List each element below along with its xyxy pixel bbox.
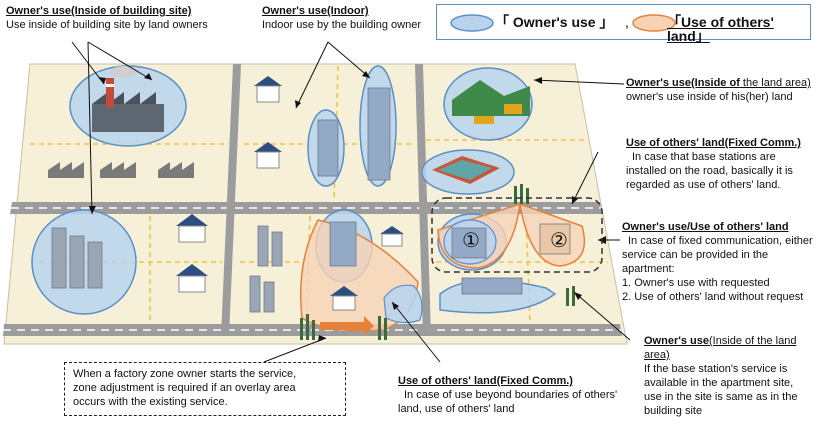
label-apartment-site-l4: building site bbox=[644, 405, 703, 417]
farm-icon bbox=[432, 156, 500, 184]
label-building-site-head: Owner's use(Inside of building site) bbox=[6, 5, 192, 17]
factory-note-box: When a factory zone owner starts the ser… bbox=[64, 362, 346, 416]
tractor-icon bbox=[452, 80, 530, 124]
legend-others-swatch bbox=[632, 14, 676, 32]
label-indoor-body: Indoor use by the building owner bbox=[262, 19, 421, 31]
house-icon bbox=[176, 76, 404, 311]
legend-separator: , bbox=[625, 14, 629, 30]
factory-icon bbox=[92, 66, 164, 132]
label-apartment: Owner's use/Use of others' land In case … bbox=[622, 220, 813, 304]
label-fixed-comm-road: Use of others' land(Fixed Comm.) In case… bbox=[626, 136, 801, 192]
label-fixed-comm-boundary-head: Use of others' land(Fixed Comm.) bbox=[398, 375, 573, 387]
label-building-site: Owner's use(Inside of building site) Use… bbox=[6, 4, 208, 32]
marker-one: ① bbox=[462, 230, 480, 252]
antenna-icon bbox=[300, 184, 575, 340]
label-fixed-comm-boundary: Use of others' land(Fixed Comm.) In case… bbox=[398, 374, 617, 416]
label-apartment-site-head-a: Owner's use bbox=[644, 335, 709, 347]
arrow-street-icon bbox=[320, 316, 374, 336]
label-land-area-body: owner's use inside of his(her) land bbox=[626, 91, 793, 103]
label-apartment-site-l1: If the base station's service is bbox=[644, 363, 788, 375]
label-land-area: Owner's use(Inside of the land area) own… bbox=[626, 76, 811, 104]
label-apartment-l1: In case of fixed communication, either bbox=[628, 235, 813, 247]
label-fixed-comm-road-l3: regarded as use of others' land. bbox=[626, 179, 781, 191]
label-apartment-l5: 2. Use of others' land without request bbox=[622, 291, 804, 303]
legend-owner-swatch bbox=[450, 14, 494, 32]
factory-note-l1: When a factory zone owner starts the ser… bbox=[73, 368, 297, 380]
label-land-area-head-a: Owner's use(Inside of bbox=[626, 77, 740, 89]
label-apartment-site-l3: use in the site is same as in the bbox=[644, 391, 798, 403]
label-apartment-site-head-b: (Inside of the land bbox=[708, 335, 797, 347]
label-fixed-comm-road-head: Use of others' land(Fixed Comm.) bbox=[626, 137, 801, 149]
label-apartment-l4: 1. Owner's use with requested bbox=[622, 277, 770, 289]
label-apartment-l2: service can be provided in the bbox=[622, 249, 769, 261]
factory-note-text: When a factory zone owner starts the ser… bbox=[73, 367, 296, 409]
label-indoor: Owner's use(Indoor) Indoor use by the bu… bbox=[262, 4, 421, 32]
factory-note-l3: occurs with the existing service. bbox=[73, 396, 228, 408]
legend-box: 「 Owner's use 」 , 「Use of others' land」 bbox=[436, 4, 811, 44]
label-fixed-comm-road-l2: installed on the road, basically it is bbox=[626, 165, 793, 177]
label-apartment-site-head-c: area) bbox=[644, 349, 670, 361]
building-icon bbox=[51, 87, 571, 313]
label-land-area-head-b: the land area) bbox=[739, 77, 811, 89]
label-apartment-l3: apartment: bbox=[622, 263, 675, 275]
label-apartment-head: Owner's use/Use of others' land bbox=[622, 221, 789, 233]
label-apartment-site: Owner's use(Inside of the land area) If … bbox=[644, 334, 797, 418]
road-vertical-1 bbox=[221, 64, 241, 336]
label-fixed-comm-boundary-l2: land, use of others' land bbox=[398, 403, 515, 415]
legend-owner-label: 「 Owner's use 」 bbox=[495, 14, 614, 30]
label-fixed-comm-road-l1: In case that base stations are bbox=[632, 151, 776, 163]
road-vertical-2 bbox=[415, 64, 431, 336]
marker-two: ② bbox=[550, 230, 568, 252]
label-indoor-head: Owner's use(Indoor) bbox=[262, 5, 369, 17]
legend-others-label: 「Use of others' land」 bbox=[667, 14, 774, 44]
factory-icon bbox=[48, 162, 194, 178]
apartment-group-box bbox=[431, 197, 603, 273]
factory-note-l2: zone adjustment is required if an overla… bbox=[73, 382, 296, 394]
label-apartment-site-l2: available in the apartment site, bbox=[644, 377, 794, 389]
label-fixed-comm-boundary-l1: In case of use beyond boundaries of othe… bbox=[404, 389, 618, 401]
label-building-site-body: Use inside of building site by land owne… bbox=[6, 19, 208, 31]
owner-area-factory-small bbox=[383, 284, 423, 324]
